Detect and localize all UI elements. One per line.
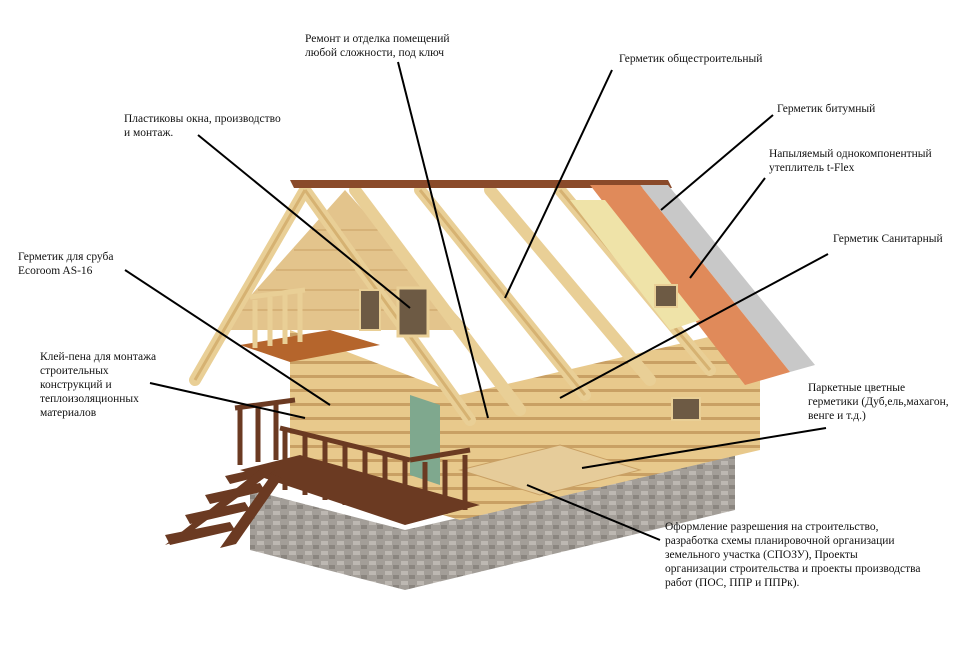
window-gable-small [359, 289, 381, 331]
leader-renovation [397, 61, 489, 419]
label-log-sealant: Герметик для сруба Ecoroom AS-16 [18, 251, 114, 277]
leader-tflex [689, 177, 766, 279]
porch-stairs [165, 465, 282, 548]
label-bitumen-sealant: Герметик битумный [777, 103, 876, 115]
door [410, 395, 440, 485]
window-side [654, 284, 678, 308]
label-windows: Пластиковы окна, производство и монтаж. [124, 113, 281, 139]
label-glue-foam: Клей-пена для монтажа строительных конст… [40, 351, 157, 419]
label-permits: Оформление разрешения на строительство, … [665, 521, 921, 589]
label-general-sealant: Герметик общестроительный [619, 53, 763, 65]
leader-glue [149, 382, 306, 419]
leader-bitumen [660, 114, 774, 211]
porch-deck [240, 455, 480, 525]
leader-parquet [581, 427, 827, 469]
floor-joists [458, 444, 642, 496]
window-side-low [671, 397, 701, 421]
ridge-board [290, 180, 672, 188]
window-gable [396, 286, 430, 338]
balcony-floor [240, 330, 380, 362]
leader-log [124, 269, 331, 406]
leader-sanitary [559, 253, 829, 399]
label-parquet-sealant: Паркетные цветные герметики (Дуб,ель,мах… [808, 382, 949, 422]
leader-permits [526, 484, 661, 541]
label-sanitary-sealant: Герметик Санитарный [833, 233, 943, 245]
label-renovation: Ремонт и отделка помещений любой сложнос… [305, 33, 450, 59]
roof-orange-layer [590, 185, 790, 385]
stone-foundation-side [405, 462, 735, 590]
stone-foundation [250, 455, 735, 545]
label-tflex-insulation: Напыляемый однокомпонентный утеплитель t… [769, 148, 932, 174]
leader-general [504, 69, 613, 299]
leader-windows [197, 134, 411, 309]
roof-grey-layer [640, 185, 815, 372]
stone-foundation-front [250, 500, 405, 590]
